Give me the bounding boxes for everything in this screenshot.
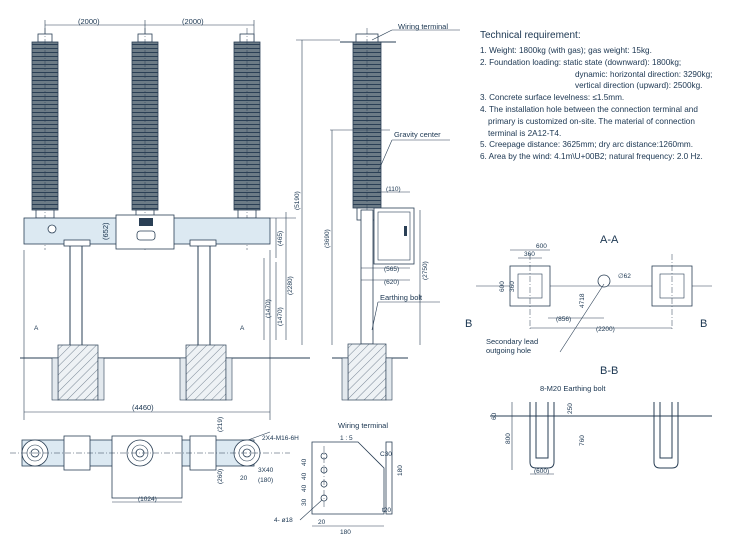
section-mark-a-left: A xyxy=(34,325,39,332)
dim-spacing-1: (2000) xyxy=(78,17,100,26)
req-foundation-static: 2. Foundation loading: static state (dow… xyxy=(480,57,682,67)
foundation-right xyxy=(185,344,227,401)
secondary-lead-label-2: outgoing hole xyxy=(486,346,531,355)
dim-1470b: (1470) xyxy=(277,307,284,326)
wiring-hole-spec: 4- ø18 xyxy=(274,517,293,524)
side-cabinet xyxy=(373,207,415,265)
secondary-lead-label-1: Secondary lead xyxy=(486,337,538,346)
wiring-dim-180-v: 180 xyxy=(397,465,404,476)
side-view: Wiring terminal Gravity center (110) (56… xyxy=(294,22,460,401)
bb-dim-250: 250 xyxy=(567,403,574,414)
section-mark-a-right: A xyxy=(240,325,245,332)
wiring-dim-t20: t20 xyxy=(382,507,391,514)
section-aa: A-A 600 360 600 360 ∅62 4718 (856) (2200… xyxy=(465,234,712,355)
dim-565: (565) xyxy=(384,266,399,273)
wiring-chamfer: C30 xyxy=(380,451,392,458)
aa-dim-phi62: ∅62 xyxy=(618,273,631,280)
plan-dim-260: (260) xyxy=(217,469,224,484)
aa-dim-2200: (2200) xyxy=(596,326,615,333)
section-bb: B-B 8-M20 Earthing bolt 60 800 250 760 (… xyxy=(490,365,712,475)
dim-3690: (3690) xyxy=(324,229,331,248)
technical-requirement: Technical requirement: 1. Weight: 1800kg… xyxy=(480,30,730,163)
dim-5190: (5190) xyxy=(294,191,301,210)
wiring-dim-40a: 40 xyxy=(301,458,308,466)
req-foundation-vertical: vertical direction (upward): 2500kg. xyxy=(575,81,703,91)
plan-dim-3x40: 3X40 xyxy=(258,467,274,474)
bb-dim-60: 60 xyxy=(491,412,498,420)
plan-view: 2X4-M16-6H (219) (260) 20 3X40 (180) (10… xyxy=(10,417,299,503)
dim-465: (465) xyxy=(277,231,284,246)
dim-620: (620) xyxy=(384,279,399,286)
wiring-dim-20: 20 xyxy=(318,519,326,526)
dim-total-width: (4460) xyxy=(132,403,154,412)
bb-earthing-bolt-label: 8-M20 Earthing bolt xyxy=(540,384,606,393)
aa-dim-360-side: 360 xyxy=(509,281,516,292)
dim-spacing-2: (2000) xyxy=(182,17,204,26)
side-foundation xyxy=(347,343,387,401)
aa-dim-600-side: 600 xyxy=(499,281,506,292)
req-installation-2: primary is customized on-site. The mater… xyxy=(488,116,695,126)
section-aa-title: A-A xyxy=(600,234,619,246)
gas-gauge-icon xyxy=(47,224,57,234)
req-installation-3: terminal is 2A12-T4. xyxy=(488,128,562,138)
wiring-dim-30: 30 xyxy=(301,498,308,506)
plan-dim-1024: (1024) xyxy=(138,496,157,503)
dim-2280: (2280) xyxy=(287,276,294,295)
plan-dim-219: (219) xyxy=(217,417,224,432)
dim-110: (110) xyxy=(386,186,401,193)
bb-dim-600: (600) xyxy=(534,468,549,475)
aa-dim-4718: 4718 xyxy=(579,293,586,308)
wiring-dim-180-h: 180 xyxy=(340,529,351,536)
aa-mark-b-left: B xyxy=(465,318,472,330)
wiring-terminal-detail: Wiring terminal 1 : 5 C30 40 40 40 30 18… xyxy=(274,421,404,536)
wiring-detail-title: Wiring terminal xyxy=(338,421,388,430)
foundation-left xyxy=(57,344,99,401)
plan-bolt-label: 2X4-M16-6H xyxy=(262,435,299,442)
dim-652: (652) xyxy=(101,222,110,240)
dim-1470: (1470) xyxy=(265,299,272,318)
wiring-dim-40c: 40 xyxy=(301,484,308,492)
earthing-bolt-label: Earthing bolt xyxy=(380,293,423,302)
req-wind: 6. Area by the wind: 4.1m\U+00B2; natura… xyxy=(480,152,703,162)
dim-2750: (2750) xyxy=(422,261,429,280)
req-weight: 1. Weight: 1800kg (with gas); gas weight… xyxy=(480,46,652,55)
secondary-lead-hole-icon xyxy=(597,274,611,288)
req-installation-1: 4. The installation hole between the con… xyxy=(480,104,698,114)
req-levelness: 3. Concrete surface levelness: ≤1.5mm. xyxy=(480,93,625,103)
bb-dim-760: 760 xyxy=(579,435,586,446)
aa-dim-856: (856) xyxy=(556,316,571,323)
plan-dim-20: 20 xyxy=(240,475,248,482)
technical-requirement-title: Technical requirement: xyxy=(480,30,581,41)
plan-dim-180: (180) xyxy=(258,477,273,484)
aa-mark-b-right: B xyxy=(700,318,707,330)
aa-dim-360-top: 360 xyxy=(524,251,535,258)
gravity-center-label: Gravity center xyxy=(394,130,441,139)
req-creepage: 5. Creepage distance: 3625mm; dry arc di… xyxy=(480,140,693,150)
front-view: (2000) (2000) (652) xyxy=(20,17,310,420)
section-bb-title: B-B xyxy=(600,365,618,377)
wiring-dim-40b: 40 xyxy=(301,472,308,480)
wiring-terminal-label: Wiring terminal xyxy=(398,22,448,31)
aa-dim-600-top: 600 xyxy=(536,243,547,250)
req-foundation-dynamic: dynamic: horizontal direction: 3290kg; xyxy=(575,69,713,79)
bb-dim-800: 800 xyxy=(505,433,512,444)
wiring-detail-scale: 1 : 5 xyxy=(340,435,353,442)
